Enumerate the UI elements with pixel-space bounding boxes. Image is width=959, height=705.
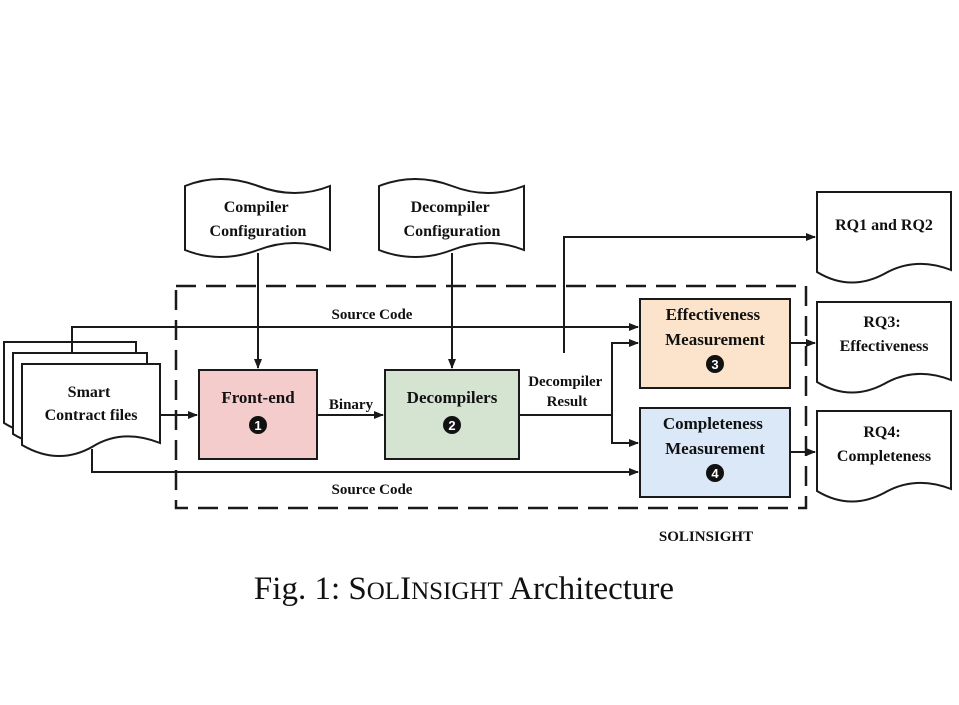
- step-3-badge: [706, 355, 724, 373]
- step-1-badge: [249, 416, 267, 434]
- caption-name-2: I: [400, 571, 411, 607]
- effectiveness-measurement-box: Effectiveness Measurement 3: [639, 298, 791, 389]
- completeness-measurement-box: Completeness Measurement 4: [639, 407, 791, 498]
- solinsight-system-label: SOLINSIGHT: [659, 529, 753, 545]
- step-4-badge: [706, 464, 724, 482]
- binary-label: Binary: [329, 397, 374, 413]
- smart-contract-files-label: Smart Contract files: [45, 384, 138, 424]
- decompilers-box: Decompilers 2: [384, 369, 520, 460]
- caption-name-0: S: [348, 571, 366, 607]
- edge-source-code-top: [71, 323, 639, 352]
- rq3-label: RQ3: Effectiveness: [840, 314, 929, 355]
- rq1-rq2-label: RQ1 and RQ2: [835, 217, 933, 234]
- step-3-badge-number: 3: [711, 357, 718, 372]
- completeness-measurement-label: Completeness Measurement: [663, 414, 767, 458]
- rq3-doc: RQ3: Effectiveness: [816, 301, 952, 394]
- edge-split-to-effectiveness: [611, 339, 639, 415]
- source-code-top-label: Source Code: [332, 307, 413, 323]
- edge-source-code-bottom: [91, 449, 639, 476]
- smart-contract-files-stack: Smart Contract files: [3, 341, 161, 457]
- step-2-badge-number: 2: [448, 418, 455, 433]
- edge-result-to-rq1-rq2: [563, 233, 816, 353]
- caption-name-3: NSIGHT: [411, 578, 503, 605]
- decompiler-configuration-label: Decompiler Configuration: [404, 199, 501, 240]
- decompiler-configuration-doc: Decompiler Configuration: [378, 178, 525, 258]
- rq4-doc: RQ4: Completeness: [816, 410, 952, 503]
- caption-name-1: OL: [367, 578, 400, 605]
- decompiler-result-label: Decompiler Result: [528, 374, 606, 410]
- step-1-badge-number: 1: [254, 418, 261, 433]
- step-4-badge-number: 4: [711, 466, 719, 481]
- step-2-badge: [443, 416, 461, 434]
- front-end-label: Front-end: [221, 388, 295, 407]
- caption-prefix: Fig. 1:: [254, 571, 348, 607]
- figure-caption: Fig. 1: SOLINSIGHT Architecture: [254, 571, 674, 607]
- rq4-label: RQ4: Completeness: [837, 424, 931, 465]
- edge-split-to-completeness: [611, 415, 639, 447]
- effectiveness-measurement-label: Effectiveness Measurement: [665, 305, 765, 349]
- front-end-box: Front-end 1: [198, 369, 318, 460]
- solinsight-boundary: [174, 284, 808, 510]
- rq1-rq2-doc: RQ1 and RQ2: [816, 191, 952, 284]
- decompilers-label: Decompilers: [407, 388, 498, 407]
- compiler-configuration-label: Compiler Configuration: [210, 199, 307, 240]
- caption-suffix: Architecture: [503, 571, 674, 607]
- source-code-bottom-label: Source Code: [332, 482, 413, 498]
- compiler-configuration-doc: Compiler Configuration: [184, 178, 331, 258]
